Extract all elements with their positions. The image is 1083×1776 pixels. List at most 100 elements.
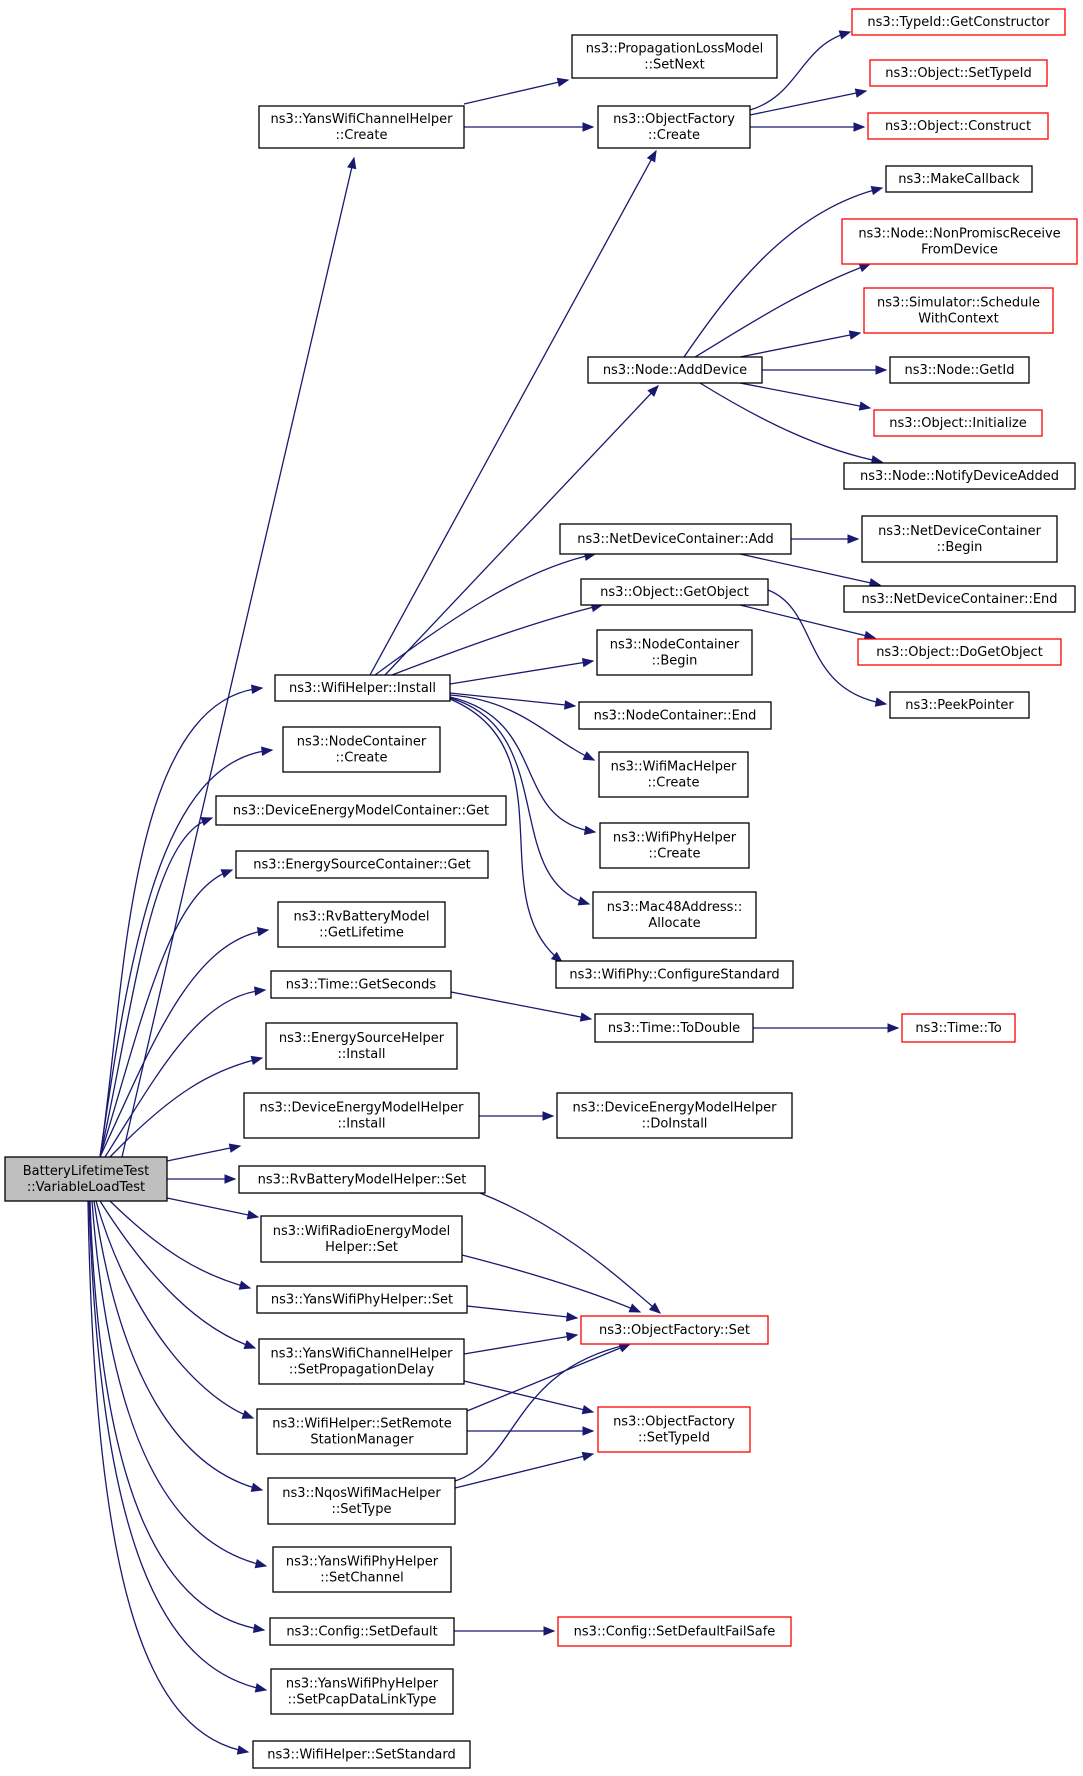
node-ndcEnd[interactable]: ns3::NetDeviceContainer::End — [843, 585, 1076, 613]
node-ndcBegin[interactable]: ns3::NetDeviceContainer::Begin — [861, 515, 1058, 563]
node-wifiPhyConfig[interactable]: ns3::WifiPhy::ConfigureStandard — [555, 960, 794, 989]
node-typeIdGetCtor[interactable]: ns3::TypeId::GetConstructor — [851, 8, 1066, 36]
node-label: ns3::Object::Construct — [885, 119, 1031, 134]
node-objSetTypeId[interactable]: ns3::Object::SetTypeId — [869, 59, 1048, 87]
node-yansChanCreate[interactable]: ns3::YansWifiChannelHelper::Create — [258, 105, 465, 149]
edge-line — [99, 687, 263, 1158]
node-label: ns3::DeviceEnergyModelContainer::Get — [233, 804, 489, 819]
edge-wifiInstall-to-nodeAddDevice — [384, 385, 659, 676]
edge-line — [91, 1200, 267, 1567]
node-cfgSetDefaultFS[interactable]: ns3::Config::SetDefaultFailSafe — [557, 1616, 792, 1647]
node-peekPointer[interactable]: ns3::PeekPointer — [889, 691, 1030, 719]
node-box — [269, 1617, 455, 1646]
edge-yansChanCreate-to-objFactCreate — [464, 122, 595, 132]
node-box — [843, 585, 1076, 613]
node-demhInstall[interactable]: ns3::DeviceEnergyModelHelper::Install — [243, 1092, 480, 1139]
node-objDoGetObject[interactable]: ns3::Object::DoGetObject — [857, 638, 1062, 666]
edge-root-to-whSetStandard — [87, 1200, 250, 1755]
node-label: ns3::NodeContainer — [297, 735, 427, 750]
node-nodeNotify[interactable]: ns3::Node::NotifyDeviceAdded — [843, 462, 1076, 490]
node-ncEnd[interactable]: ns3::NodeContainer::End — [578, 701, 772, 730]
node-label: ns3::YansWifiPhyHelper — [286, 1677, 439, 1692]
node-wifiMacCreate[interactable]: ns3::WifiMacHelper::Create — [598, 751, 749, 798]
node-escGet[interactable]: ns3::EnergySourceContainer::Get — [235, 850, 489, 879]
node-label: ::SetNext — [644, 58, 704, 73]
node-propLossSetNext[interactable]: ns3::PropagationLossModel::SetNext — [571, 34, 778, 79]
node-whSetStandard[interactable]: ns3::WifiHelper::SetStandard — [252, 1740, 471, 1769]
node-label: ::SetType — [332, 1502, 392, 1517]
edge-arrowhead — [228, 1143, 242, 1153]
node-cfgSetDefault[interactable]: ns3::Config::SetDefault — [269, 1617, 455, 1646]
edge-arrowhead — [566, 1312, 579, 1322]
edge-line — [93, 1200, 263, 1491]
node-label: ::SetPropagationDelay — [289, 1363, 435, 1378]
node-wifiPhyCreate[interactable]: ns3::WifiPhyHelper::Create — [599, 822, 750, 869]
node-ncBegin[interactable]: ns3::NodeContainer::Begin — [596, 629, 753, 676]
node-eshInstall[interactable]: ns3::EnergySourceHelper::Install — [265, 1022, 458, 1070]
node-demcGet[interactable]: ns3::DeviceEnergyModelContainer::Get — [215, 795, 507, 826]
node-box — [869, 59, 1048, 87]
node-box — [598, 751, 749, 798]
node-rvGetLifetime[interactable]: ns3::RvBatteryModel::GetLifetime — [277, 901, 446, 948]
edge-ywphSet-to-objFactSet — [466, 1305, 579, 1322]
node-label: ns3::WifiHelper::SetRemote — [272, 1417, 451, 1432]
node-label: ns3::ObjectFactory — [613, 1415, 735, 1430]
node-box — [270, 970, 452, 999]
node-box — [265, 1022, 458, 1070]
node-objConstruct[interactable]: ns3::Object::Construct — [867, 112, 1049, 140]
node-label: ns3::WifiMacHelper — [611, 760, 737, 775]
edge-objGetObject-to-objDoGetObject — [739, 604, 877, 641]
edge-arrowhead — [251, 684, 264, 694]
node-box — [596, 629, 753, 676]
node-ywphSet[interactable]: ns3::YansWifiPhyHelper::Set — [256, 1285, 468, 1314]
edge-wremhSet-to-objFactSet — [461, 1254, 642, 1313]
edge-arrowhead — [647, 385, 659, 397]
node-ywchSetProp[interactable]: ns3::YansWifiChannelHelper::SetPropagati… — [258, 1338, 465, 1385]
node-ncCreate[interactable]: ns3::NodeContainer::Create — [282, 726, 441, 773]
node-nodeGetId[interactable]: ns3::Node::GetId — [889, 356, 1030, 384]
edge-line — [463, 1334, 578, 1355]
node-root[interactable]: BatteryLifetimeTest::VariableLoadTest — [4, 1156, 168, 1202]
node-ndcAdd[interactable]: ns3::NetDeviceContainer::Add — [559, 523, 792, 555]
node-timeToDouble[interactable]: ns3::Time::ToDouble — [594, 1013, 754, 1043]
node-box — [260, 1215, 463, 1263]
node-label: ns3::EnergySourceContainer::Get — [253, 858, 470, 873]
node-macAllocate[interactable]: ns3::Mac48Address::Allocate — [592, 891, 757, 939]
node-objFactSetTypeId[interactable]: ns3::ObjectFactory::SetTypeId — [597, 1406, 751, 1453]
node-objFactSet[interactable]: ns3::ObjectFactory::Set — [580, 1315, 769, 1345]
node-label: BatteryLifetimeTest — [23, 1164, 150, 1179]
node-nqosSetType[interactable]: ns3::NqosWifiMacHelper::SetType — [267, 1477, 456, 1525]
node-wifiInstall[interactable]: ns3::WifiHelper::Install — [274, 674, 451, 702]
node-ywphSetPcap[interactable]: ns3::YansWifiPhyHelper::SetPcapDataLinkT… — [270, 1668, 454, 1715]
edge-root-to-whSetRemote — [95, 1200, 255, 1419]
node-timeGetSeconds[interactable]: ns3::Time::GetSeconds — [270, 970, 452, 999]
node-ywphSetChannel[interactable]: ns3::YansWifiPhyHelper::SetChannel — [272, 1546, 452, 1593]
node-nodeAddDevice[interactable]: ns3::Node::AddDevice — [587, 356, 763, 384]
node-box — [599, 822, 750, 869]
node-box — [557, 1616, 792, 1647]
node-makeCallback[interactable]: ns3::MakeCallback — [885, 165, 1033, 193]
node-rvbmhSet[interactable]: ns3::RvBatteryModelHelper::Set — [238, 1165, 486, 1194]
node-objFactCreate[interactable]: ns3::ObjectFactory::Create — [597, 105, 751, 149]
edge-line — [454, 1343, 631, 1482]
node-objInitialize[interactable]: ns3::Object::Initialize — [873, 409, 1043, 437]
edge-arrowhead — [874, 697, 888, 707]
node-box — [841, 218, 1078, 265]
edge-root-to-rvGetLifetime — [99, 927, 270, 1158]
edge-line — [374, 553, 596, 676]
node-box — [243, 1092, 480, 1139]
node-objGetObject[interactable]: ns3::Object::GetObject — [580, 578, 769, 606]
node-label: ns3::MakeCallback — [898, 172, 1020, 187]
node-label: ns3::Simulator::Schedule — [877, 296, 1040, 311]
edge-wifiInstall-to-wifiMacCreate — [449, 694, 596, 761]
node-demhDoInstall[interactable]: ns3::DeviceEnergyModelHelper::DoInstall — [556, 1092, 793, 1139]
node-box — [587, 356, 763, 384]
node-label: ns3::PeekPointer — [905, 698, 1014, 713]
edge-arrowhead — [847, 534, 860, 544]
edge-wifiInstall-to-wifiPhyCreate — [449, 696, 597, 835]
node-timeTo[interactable]: ns3::Time::To — [901, 1013, 1016, 1043]
